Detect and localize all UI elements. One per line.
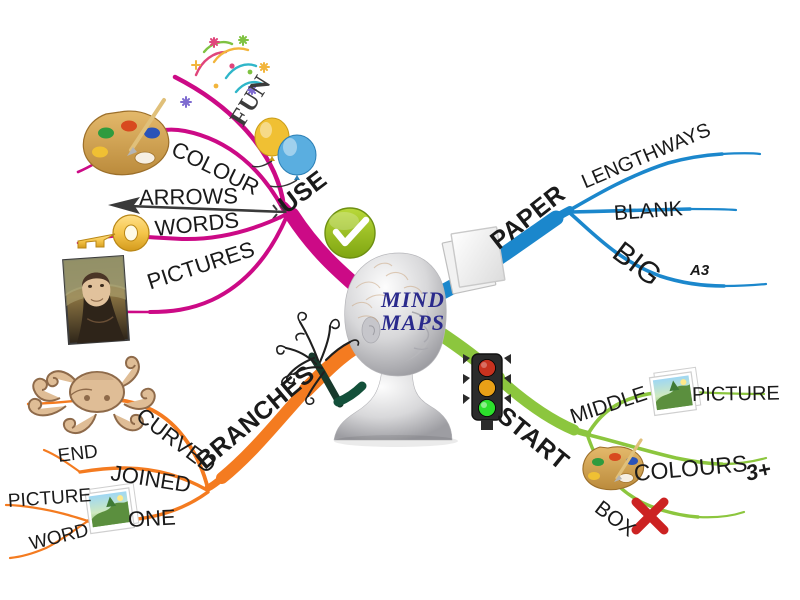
bare-tree-icon xyxy=(276,311,367,408)
traffic-light-icon xyxy=(463,353,511,430)
sub-label-blank[interactable]: BLANK xyxy=(613,197,684,225)
balloons-icon xyxy=(251,117,317,188)
red-cross-icon xyxy=(631,497,669,535)
octopus-icon xyxy=(27,355,156,434)
green-check-badge-icon xyxy=(324,207,376,259)
sub-label-one[interactable]: ONE xyxy=(127,504,177,532)
gold-key-icon xyxy=(77,214,150,252)
sub-label-a3[interactable]: A3 xyxy=(690,262,710,279)
photo-thumbnail-icon-right xyxy=(648,366,702,417)
confetti-icon xyxy=(180,35,270,108)
sub-label-arrows[interactable]: ARROWS xyxy=(138,183,239,210)
blank-paper-sheets-icon xyxy=(441,226,506,295)
central-head-image xyxy=(333,252,458,447)
sub-label-3plus[interactable]: 3+ xyxy=(743,456,774,486)
photo-thumbnail-icon-left xyxy=(84,482,140,535)
sub-label-picture-right[interactable]: PICTURE xyxy=(691,382,780,406)
paint-palette-icon xyxy=(82,98,170,176)
paint-palette-icon-small xyxy=(582,438,645,491)
mona-lisa-painting-icon xyxy=(62,254,130,346)
